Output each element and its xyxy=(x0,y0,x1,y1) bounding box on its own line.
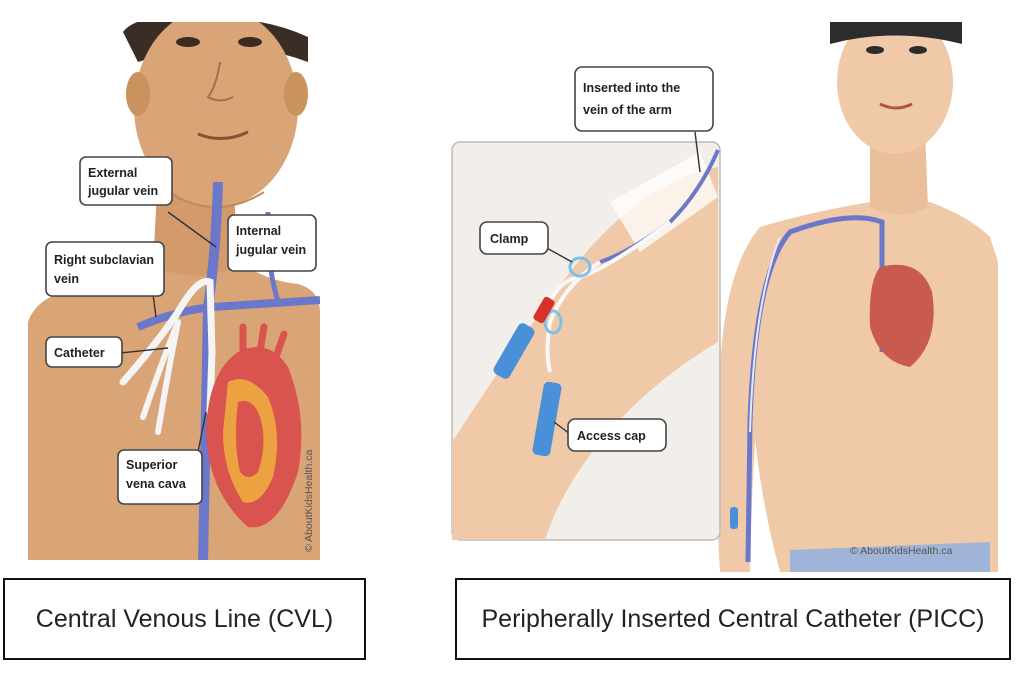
picc-blue-connector xyxy=(493,323,535,379)
cvl-illustration: External jugular vein Internal jugular v… xyxy=(28,7,321,563)
picc-access-cap xyxy=(532,381,562,457)
picc-child-body xyxy=(716,10,998,572)
cvl-subclavian-label-2: vein xyxy=(54,272,79,286)
cvl-caption-box: Central Venous Line (CVL) xyxy=(3,578,366,660)
picc-inset xyxy=(451,141,721,541)
cvl-external-jugular-label-1: External xyxy=(88,166,137,180)
picc-clamp-label: Clamp xyxy=(490,232,529,246)
picc-inserted-label-1: Inserted into the xyxy=(583,81,680,95)
picc-inserted-callout xyxy=(574,66,714,132)
picc-credit: © AboutKidsHealth.ca xyxy=(850,545,952,557)
picc-illustration: Inserted into the vein of the arm Clamp … xyxy=(450,10,998,572)
cvl-external-jugular-callout xyxy=(79,156,173,206)
picc-access-cap-callout xyxy=(567,418,667,452)
cvl-head xyxy=(134,7,298,207)
cvl-heart xyxy=(206,323,302,528)
cvl-figure: External jugular vein Internal jugular v… xyxy=(28,7,321,563)
picc-clamp-2 xyxy=(543,309,563,335)
cvl-subclavian-callout xyxy=(45,241,165,297)
cvl-svc-label-2: vena cava xyxy=(126,477,187,491)
picc-heart xyxy=(869,264,934,367)
picc-caption-text: Peripherally Inserted Central Catheter (… xyxy=(481,604,985,633)
picc-inserted-label-2: vein of the arm xyxy=(583,103,672,117)
cvl-svc-label-1: Superior xyxy=(126,458,178,472)
cvl-caption-text: Central Venous Line (CVL) xyxy=(35,604,334,633)
picc-caption-box: Peripherally Inserted Central Catheter (… xyxy=(455,578,1011,660)
picc-figure: Inserted into the vein of the arm Clamp … xyxy=(450,10,998,572)
cvl-svc-callout xyxy=(117,449,203,505)
cvl-catheter-tube xyxy=(119,277,216,416)
cvl-internal-jugular-label-1: Internal xyxy=(236,224,281,238)
cvl-catheter-label: Catheter xyxy=(54,346,105,360)
cvl-external-jugular-label-2: jugular vein xyxy=(87,184,158,198)
cvl-internal-jugular-label-2: jugular vein xyxy=(235,243,306,257)
picc-clamp-callout xyxy=(479,221,549,255)
cvl-internal-jugular-callout xyxy=(227,214,317,272)
cvl-subclavian-label-1: Right subclavian xyxy=(54,253,154,267)
picc-red-cap xyxy=(533,296,555,324)
picc-clamp-1 xyxy=(568,256,592,278)
picc-access-cap-label: Access cap xyxy=(577,429,646,443)
cvl-catheter-callout xyxy=(45,336,123,368)
cvl-credit: © AboutKidsHealth.ca xyxy=(303,450,315,552)
